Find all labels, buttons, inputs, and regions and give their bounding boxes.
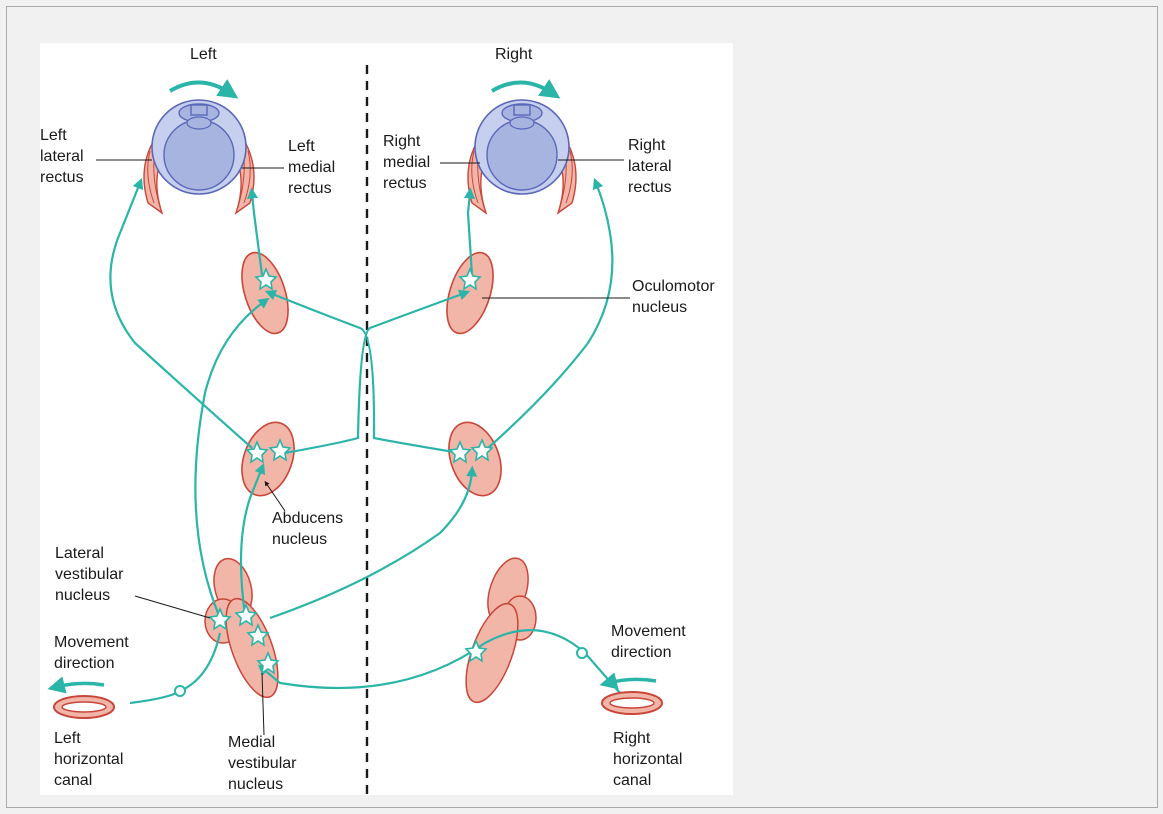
pathway-right-abducens-to-left-oculomotor bbox=[264, 289, 461, 455]
left-vestibular-nuclei bbox=[204, 557, 279, 699]
left-oculomotor-nucleus bbox=[241, 251, 289, 335]
label-medial-vestibular-nucleus: Medial vestibular nucleus bbox=[228, 734, 301, 793]
right-eye-rotation-arrow bbox=[490, 79, 561, 99]
left-horizontal-canal bbox=[47, 676, 115, 719]
pathway-right-abducens-to-lateral-rectus bbox=[487, 177, 614, 449]
pathway-right-oculomotor-to-medial-rectus bbox=[463, 187, 475, 276]
label-right-horizontal-canal: Right horizontal canal bbox=[613, 730, 687, 789]
image-viewer-frame: Left Right bbox=[6, 6, 1158, 808]
label-right-movement-direction: Movement direction bbox=[611, 623, 690, 661]
pathway-right-canal-to-left-vestibular bbox=[257, 629, 621, 694]
right-vestibular-nuclei bbox=[465, 557, 537, 704]
pathway-left-vestibular-to-left-oculomotor bbox=[194, 297, 270, 619]
left-eye bbox=[143, 79, 255, 215]
left-canal-ganglion bbox=[174, 685, 186, 697]
label-left-movement-direction: Movement direction bbox=[54, 634, 133, 672]
pathway-left-vestibular-to-left-abducens bbox=[239, 462, 266, 616]
vestibulo-ocular-reflex-diagram: Left Right bbox=[40, 43, 733, 795]
pathway-left-abducens-to-right-oculomotor bbox=[284, 289, 471, 455]
left-side-title: Left bbox=[190, 46, 217, 63]
label-left-medial-rectus: Left medial rectus bbox=[288, 138, 340, 197]
label-left-horizontal-canal: Left horizontal canal bbox=[54, 730, 128, 789]
label-abducens-nucleus: Abducens nucleus bbox=[272, 510, 348, 548]
right-canal-ganglion bbox=[576, 647, 588, 659]
neuron-cell-bodies bbox=[208, 266, 494, 675]
left-abducens-nucleus bbox=[241, 421, 295, 497]
label-lateral-vestibular-nucleus: Lateral vestibular nucleus bbox=[55, 545, 128, 604]
right-abducens-nucleus bbox=[448, 421, 502, 497]
leader-lines bbox=[96, 159, 630, 736]
right-horizontal-canal bbox=[599, 672, 663, 715]
pathway-left-abducens-to-lateral-rectus bbox=[109, 177, 253, 449]
left-medial-vestibular-nucleus bbox=[225, 597, 279, 699]
left-canal-movement-arrow bbox=[47, 676, 105, 694]
right-canal-movement-arrow bbox=[599, 672, 657, 690]
pathway-left-oculomotor-to-medial-rectus bbox=[247, 187, 264, 276]
label-right-medial-rectus: Right medial rectus bbox=[383, 133, 435, 192]
label-right-lateral-rectus: Right lateral rectus bbox=[628, 137, 676, 196]
left-eye-rotation-arrow bbox=[168, 79, 239, 99]
label-oculomotor-nucleus: Oculomotor nucleus bbox=[632, 278, 719, 316]
pathway-left-vestibular-to-right-abducens bbox=[269, 465, 478, 620]
label-left-lateral-rectus: Left lateral rectus bbox=[40, 127, 88, 186]
right-side-title: Right bbox=[495, 46, 533, 63]
right-eye bbox=[467, 79, 577, 215]
neural-pathways bbox=[109, 177, 621, 705]
